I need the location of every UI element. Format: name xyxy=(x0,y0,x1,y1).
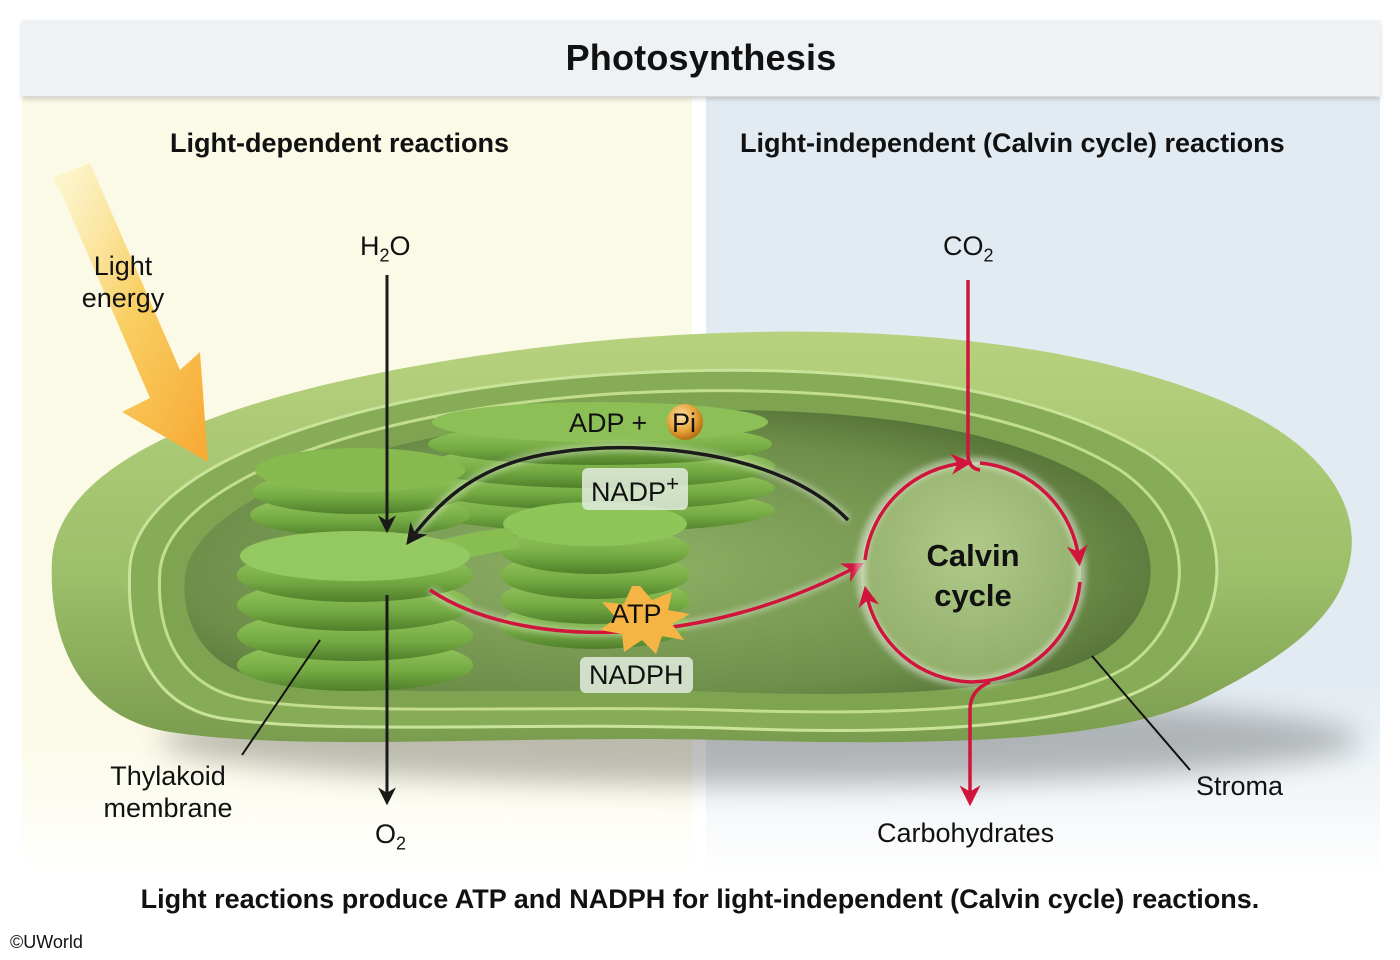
water-label: H2O xyxy=(360,231,411,266)
oxygen-label: O2 xyxy=(375,819,407,854)
pi-label: Pi xyxy=(672,408,697,438)
calvin-line-2: cycle xyxy=(934,578,1012,614)
copyright-notice: ©UWorld xyxy=(10,932,83,952)
nadph-tag: NADPH xyxy=(580,657,693,694)
stroma-pointer xyxy=(1091,655,1191,771)
diagram-title: Photosynthesis xyxy=(565,37,837,78)
light-energy-line-2: energy xyxy=(81,283,165,314)
calvin-cycle-area xyxy=(861,462,1081,682)
thylakoid-line-1: Thylakoid xyxy=(110,761,226,791)
thylakoid-line-2: membrane xyxy=(103,793,233,824)
co2-arrow xyxy=(966,280,981,472)
light-energy-arrow xyxy=(52,163,208,462)
light-energy-label: Light energy xyxy=(76,250,170,315)
carbohydrates-label: Carbohydrates xyxy=(877,818,1055,848)
co2-label: CO2 xyxy=(943,231,994,266)
diagram-caption: Light reactions produce ATP and NADPH fo… xyxy=(140,884,1260,914)
carbohydrates-arrow xyxy=(959,680,991,807)
calvin-cycle-label: Calvin cycle xyxy=(893,536,1053,617)
thylakoid-pointer xyxy=(241,639,321,756)
calvin-line-1: Calvin xyxy=(926,538,1020,573)
stroma-label: Stroma xyxy=(1196,771,1284,801)
granum-front xyxy=(237,531,473,691)
title-bar: Photosynthesis xyxy=(22,20,1380,96)
thylakoid-membrane-label: Thylakoid membrane xyxy=(90,760,246,825)
adp-label: ADP + xyxy=(569,408,648,438)
atp-star xyxy=(600,586,690,654)
nadp-plus-tag: NADP+ xyxy=(582,468,689,511)
pi-ball xyxy=(667,404,703,440)
light-independent-heading: Light-independent (Calvin cycle) reactio… xyxy=(740,128,1285,158)
light-energy-line-1: Light xyxy=(93,251,153,281)
atp-label: ATP xyxy=(611,599,662,629)
granum-back-left xyxy=(250,448,470,537)
light-dependent-heading: Light-dependent reactions xyxy=(170,128,510,158)
